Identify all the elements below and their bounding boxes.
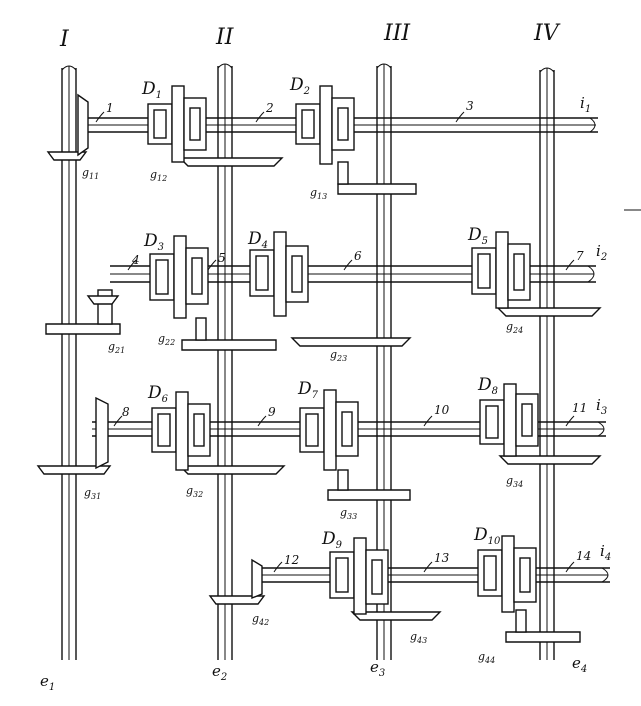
bevel-gear-g24 bbox=[496, 307, 602, 317]
label-g33: g33 bbox=[340, 506, 357, 521]
label-g21: g21 bbox=[108, 340, 125, 355]
label-g11: g11 bbox=[82, 166, 99, 181]
vertical-shaft-e2 bbox=[217, 63, 233, 660]
svg-text:5: 5 bbox=[218, 251, 226, 265]
differential-D6 bbox=[151, 391, 211, 471]
differential-D2 bbox=[295, 85, 355, 165]
differential-D7 bbox=[299, 389, 359, 471]
shaft-number-6: 6 bbox=[343, 249, 362, 271]
output-label-i4: i4 bbox=[600, 542, 611, 563]
shaft-label-e4: e4 bbox=[572, 654, 587, 675]
bevel-gear-g11 bbox=[46, 93, 89, 161]
differential-D5 bbox=[471, 231, 531, 309]
label-g12: g12 bbox=[150, 168, 167, 183]
label-g22: g22 bbox=[158, 332, 175, 347]
label-g32: g32 bbox=[186, 484, 203, 499]
label-g34: g34 bbox=[506, 474, 523, 489]
svg-text:14: 14 bbox=[576, 549, 591, 563]
label-g31: g31 bbox=[84, 486, 101, 501]
svg-text:12: 12 bbox=[284, 553, 299, 567]
svg-text:7: 7 bbox=[576, 249, 584, 263]
shaft-number-2: 2 bbox=[255, 101, 274, 123]
label-D2: D2 bbox=[289, 75, 310, 97]
vertical-shaft-e4 bbox=[539, 67, 555, 660]
differential-D8 bbox=[479, 383, 539, 457]
label-D9: D9 bbox=[321, 529, 343, 551]
label-D3: D3 bbox=[143, 231, 164, 253]
differential-D3 bbox=[149, 235, 209, 319]
svg-text:6: 6 bbox=[354, 249, 362, 263]
svg-text:3: 3 bbox=[466, 99, 474, 113]
differential-D10 bbox=[477, 535, 537, 613]
svg-text:9: 9 bbox=[268, 405, 276, 419]
label-g42: g42 bbox=[252, 612, 269, 627]
label-g13: g13 bbox=[310, 186, 327, 201]
svg-text:1: 1 bbox=[106, 101, 114, 115]
svg-text:8: 8 bbox=[122, 405, 130, 419]
differential-D1 bbox=[147, 85, 207, 163]
label-D7: D7 bbox=[297, 379, 319, 401]
svg-text:11: 11 bbox=[572, 401, 587, 415]
horizontal-shaft-row-4 bbox=[252, 567, 610, 583]
bevel-gear-g43 bbox=[350, 611, 442, 621]
shaft-number-8: 8 bbox=[113, 405, 130, 427]
svg-text:2: 2 bbox=[265, 101, 274, 115]
shaft-number-14: 14 bbox=[565, 549, 591, 573]
column-numeral-3: III bbox=[383, 21, 411, 46]
label-D6: D6 bbox=[147, 383, 169, 405]
shaft-label-e1: e1 bbox=[40, 672, 55, 693]
column-numeral-1: I bbox=[59, 27, 70, 52]
shaft-number-12: 12 bbox=[273, 553, 299, 573]
column-numeral-2: II bbox=[215, 25, 235, 50]
shaft-number-13: 13 bbox=[423, 551, 450, 573]
vertical-shaft-e1 bbox=[61, 65, 77, 660]
column-numeral-4: IV bbox=[533, 21, 561, 46]
label-D4: D4 bbox=[247, 229, 268, 251]
shaft-number-1: 1 bbox=[95, 101, 114, 123]
shaft-number-9: 9 bbox=[257, 405, 276, 427]
shaft-number-5: 5 bbox=[207, 251, 226, 271]
differential-D9 bbox=[329, 537, 389, 615]
bevel-gear-g33 bbox=[327, 469, 411, 501]
label-g44: g44 bbox=[478, 650, 495, 665]
label-D5: D5 bbox=[467, 225, 488, 247]
svg-text:10: 10 bbox=[434, 403, 450, 417]
svg-text:4: 4 bbox=[131, 253, 140, 267]
bevel-gear-g32 bbox=[178, 465, 286, 475]
output-label-i2: i2 bbox=[596, 242, 607, 263]
shaft-number-11: 11 bbox=[565, 401, 587, 427]
bevel-gear-g13 bbox=[337, 161, 417, 195]
differential-D4 bbox=[249, 231, 309, 317]
shaft-label-e2: e2 bbox=[212, 662, 227, 683]
svg-text:13: 13 bbox=[434, 551, 450, 565]
bevel-gear-g42 bbox=[208, 558, 266, 605]
label-g23: g23 bbox=[330, 348, 347, 363]
bevel-gear-g12 bbox=[178, 157, 284, 167]
shaft-number-10: 10 bbox=[423, 403, 450, 427]
label-D8: D8 bbox=[477, 375, 498, 397]
bevel-gear-g23 bbox=[290, 337, 412, 347]
shaft-number-3: 3 bbox=[455, 99, 474, 123]
bevel-gear-g21 bbox=[45, 289, 121, 335]
shaft-number-4: 4 bbox=[127, 253, 140, 271]
bevel-gear-g31 bbox=[36, 396, 112, 475]
bevel-gear-g34 bbox=[498, 455, 602, 465]
shaft-number-7: 7 bbox=[565, 249, 584, 271]
bevel-gear-g44 bbox=[505, 609, 581, 643]
output-label-i1: i1 bbox=[580, 94, 591, 115]
shaft-label-e3: e3 bbox=[370, 658, 385, 679]
bevel-gear-g22 bbox=[181, 317, 277, 351]
output-label-i3: i3 bbox=[596, 396, 607, 417]
label-D10: D10 bbox=[473, 525, 501, 547]
label-g43: g43 bbox=[410, 630, 427, 645]
label-g24: g24 bbox=[506, 320, 523, 335]
label-D1: D1 bbox=[141, 79, 162, 101]
